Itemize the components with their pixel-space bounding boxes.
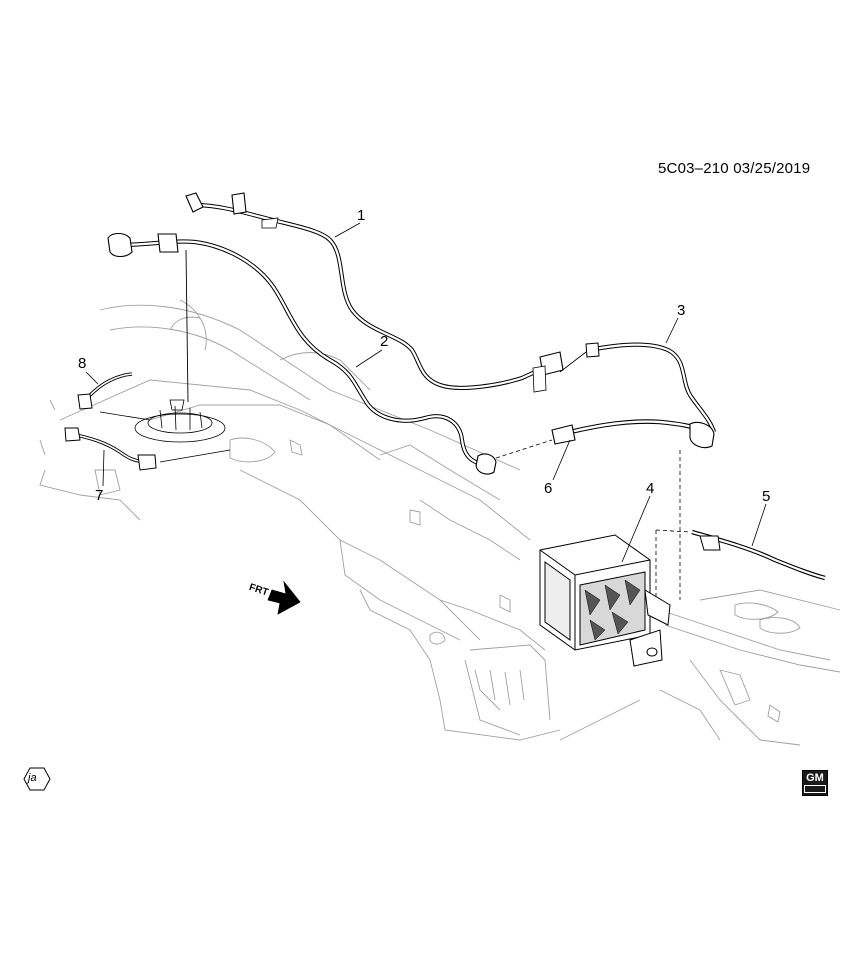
- callout-7: 7: [95, 487, 104, 504]
- gm-logo-icon: [802, 770, 828, 796]
- callout-6: 6: [544, 480, 553, 497]
- part-2-fuel-line: [107, 232, 497, 475]
- leader-lines: [85, 222, 767, 600]
- part-6-hose: [551, 419, 715, 449]
- callout-4: 4: [646, 480, 655, 497]
- vehicle-frame-background: [39, 299, 841, 746]
- document-reference: 5C03–210 03/25/2019: [658, 160, 811, 177]
- part-4-canister: [539, 534, 671, 667]
- callout-3: 3: [677, 302, 686, 319]
- part-5-tube: [691, 529, 826, 581]
- callout-8: 8: [78, 355, 87, 372]
- part-1-fuel-line: [185, 192, 564, 393]
- callout-2: 2: [380, 333, 389, 350]
- part-7-hose: [64, 427, 157, 471]
- part-8-hose: [77, 372, 133, 410]
- callout-1: 1: [357, 207, 366, 224]
- gm-logo-text: GM: [806, 772, 824, 784]
- gm-logo-sub-box: [804, 785, 826, 793]
- part-3-hose: [585, 342, 716, 433]
- region-badge-text: ja: [28, 772, 37, 784]
- fuel-pump-module: [134, 249, 226, 443]
- callout-5: 5: [762, 488, 771, 505]
- front-direction-arrow: [267, 580, 301, 615]
- region-badge-icon: [23, 767, 51, 791]
